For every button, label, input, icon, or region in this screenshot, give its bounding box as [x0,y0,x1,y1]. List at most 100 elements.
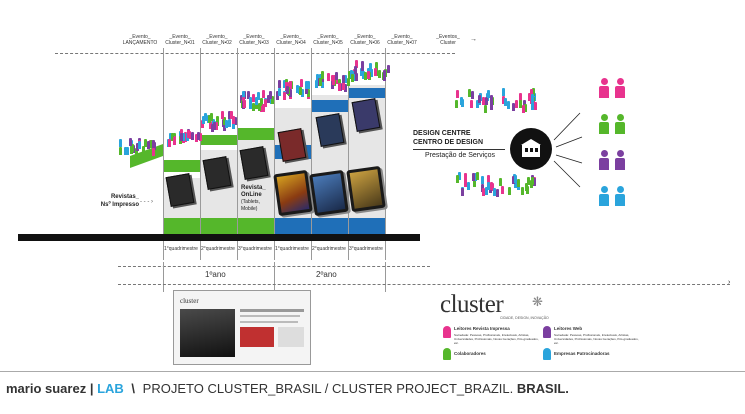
crowd-person [361,63,364,71]
person-icon [598,150,610,170]
crowd-person [461,99,464,107]
person-icon [543,348,551,360]
crowd-person [502,88,505,96]
crowd-person [472,173,475,181]
quarter-label: 2°quadrimestre [201,246,235,252]
person-icon [598,114,610,134]
lab-label: LAB [97,381,124,396]
crowd-person [305,81,308,89]
crowd-person [456,90,459,98]
connector-arrows [550,105,590,195]
quarter-label: 1°quadrimestre [164,246,198,252]
crowd-person [142,146,145,154]
website-logo: cluster [180,297,304,305]
crowd-person [249,97,252,105]
print-label: Revistas_Nsº Impresso [97,193,139,209]
cluster-tagline: CIDADE, DESIGN, INOVAÇÃO [500,316,549,320]
crowd-person [471,91,474,99]
crowd-person [119,147,122,155]
person-icon [614,186,626,206]
crowd-person [496,189,499,197]
crowd-person [531,177,534,185]
audience-icons [598,78,638,218]
website-screenshot: cluster [173,290,311,365]
person-icon [614,150,626,170]
crowd-person [367,71,370,79]
crowd-person [152,148,155,156]
timeline-baseline [18,234,420,241]
crowd-person [501,186,504,194]
person-icon [598,78,610,98]
crowd-person [342,75,345,83]
crowd-person [129,138,132,146]
crowd-person [286,86,289,94]
crowd-person [522,105,525,113]
crowd-person [455,100,458,108]
crowd-person [321,71,324,79]
crowd-person [347,78,350,86]
crowd-person [378,70,381,78]
separator: \ [131,381,135,396]
crowd-person [278,80,281,88]
footer-credit: mario suarez | LAB \ PROJETO CLUSTER_BRA… [6,381,569,396]
person-icon [443,326,451,338]
quarter-label: 3°quadrimestre [349,246,383,252]
crowd-person [225,120,228,128]
crowd-person [521,187,524,195]
crowd-person [187,130,190,138]
crowd-person [152,140,155,148]
crowd-person [191,132,194,140]
crowd-person [180,133,183,141]
year-tick [274,262,275,292]
year-2-label: 2ºano [316,270,337,279]
crowd-person [525,183,528,191]
crowd-person [327,73,330,81]
crowd-person [338,83,341,91]
crowd-person [478,95,481,103]
crowd-person [504,98,507,106]
crowd-person [332,77,335,85]
quarter-label: 2°quadrimestre [312,246,346,252]
building-icon [510,128,552,170]
person-icon [614,114,626,134]
crowd-person [508,187,511,195]
crowd-person [507,101,510,109]
online-label: Revista_ OnLine (Tablets, Mobile) [241,185,266,213]
crowd-person [481,176,484,184]
crowd-person [351,74,354,82]
crowd-person [168,139,171,147]
author-name: mario suarez | [6,381,93,396]
person-icon [614,78,626,98]
crowd-person [278,88,281,96]
crowd-person [173,137,176,145]
crowd-person [202,116,205,124]
design-service-label: Prestação de Serviços [425,152,495,159]
flourish-icon: ❋ [532,294,543,310]
crowd-person [517,179,520,187]
crowd-person [383,70,386,78]
crowd-person [228,119,231,127]
crowd-person [534,102,537,110]
bottom-arrow-icon: › [728,279,730,286]
crowd-person [319,78,322,86]
bottom-dashed-line [118,284,730,285]
crowd-person [514,175,517,183]
crowd-person [258,103,261,111]
crowd-person [515,100,518,108]
crowd-person [467,182,470,190]
crowd-person [264,99,267,107]
crowd-person [243,100,246,108]
crowd-person [221,111,224,119]
crowd-person [130,146,133,154]
year-1-label: 1ºano [205,270,226,279]
crowd-person [262,90,265,98]
crowd-person [355,73,358,81]
crowd-person [299,87,302,95]
crowd-person [482,97,485,105]
design-divider [413,149,505,150]
crowd-person [482,188,485,196]
crowd-person [208,115,211,123]
crowd-person [470,100,473,108]
crowd-person [267,95,270,103]
